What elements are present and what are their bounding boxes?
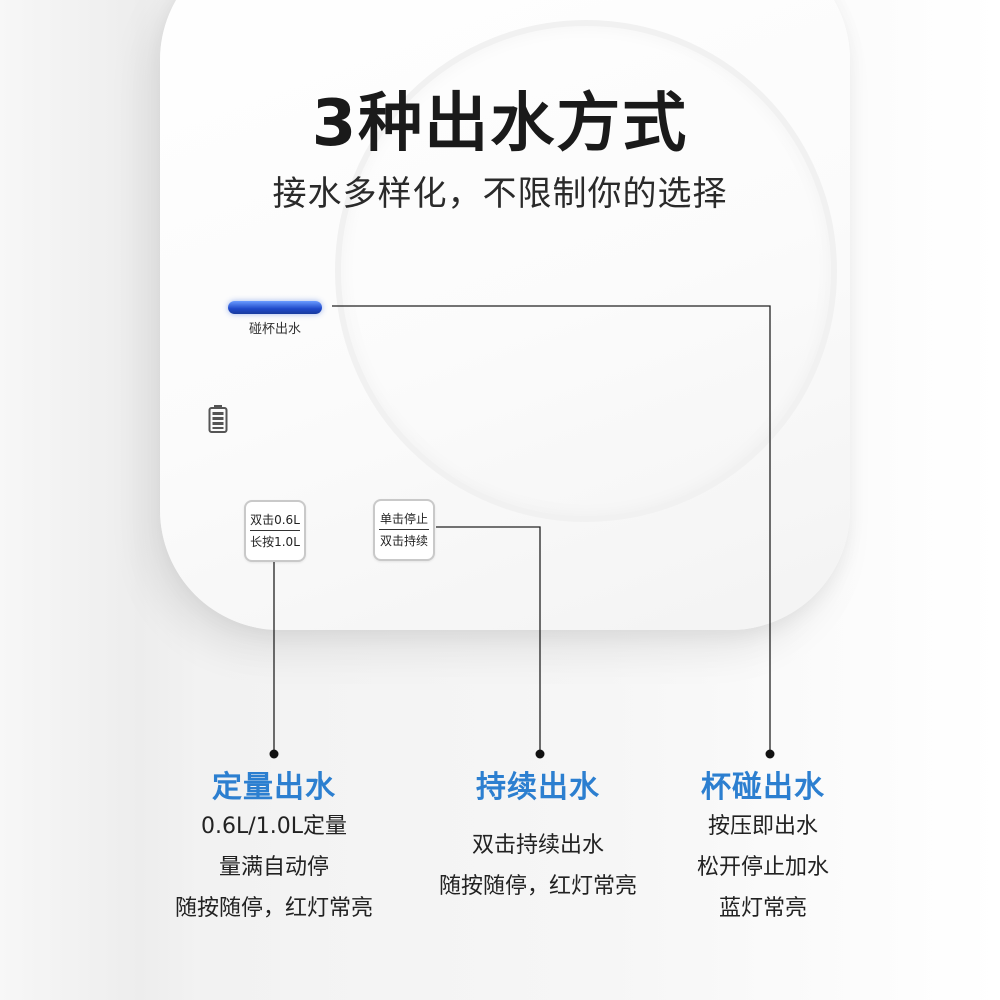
feature-continuous: 持续出水 双击持续出水 随按随停，红灯常亮 — [418, 770, 658, 907]
quantitative-callout-dot — [269, 749, 279, 759]
feature-line: 按压即出水 — [707, 814, 818, 839]
page-title: 3种出水方式 — [311, 87, 689, 161]
feature-title: 持续出水 — [476, 770, 600, 805]
feature-line: 蓝灯常亮 — [718, 896, 807, 921]
feature-line: 随按随停，红灯常亮 — [438, 874, 637, 899]
page-subtitle: 接水多样化，不限制你的选择 — [272, 174, 728, 214]
feature-line: 0.6L/1.0L定量 — [201, 814, 347, 839]
quantitative-button-line1: 双击0.6L — [250, 513, 300, 527]
continuous-water-button[interactable]: 单击停止 双击持续 — [373, 499, 435, 561]
continuous-callout-line — [436, 526, 541, 752]
feature-quantitative: 定量出水 0.6L/1.0L定量 量满自动停 随按随停，红灯常亮 — [154, 770, 394, 929]
feature-line: 双击持续出水 — [471, 833, 604, 858]
spacer — [418, 806, 658, 825]
feature-title: 定量出水 — [212, 770, 336, 805]
quantitative-button-line2: 长按1.0L — [250, 535, 300, 549]
feature-line: 随按随停，红灯常亮 — [174, 896, 373, 921]
button-divider — [379, 529, 429, 530]
continuous-button-line1: 单击停止 — [379, 512, 428, 526]
feature-title: 杯碰出水 — [701, 770, 825, 805]
cup-touch-callout-dot — [765, 749, 775, 759]
feature-cup-touch: 杯碰出水 按压即出水 松开停止加水 蓝灯常亮 — [643, 770, 883, 929]
continuous-callout-dot — [535, 749, 545, 759]
feature-line: 松开停止加水 — [696, 855, 829, 880]
cup-touch-label: 碰杯出水 — [248, 322, 301, 337]
cup-touch-indicator-light — [228, 301, 322, 314]
button-divider — [250, 530, 300, 531]
feature-line: 量满自动停 — [218, 855, 329, 880]
quantitative-water-button[interactable]: 双击0.6L 长按1.0L — [244, 500, 306, 562]
cup-touch-callout-line — [332, 305, 771, 752]
battery-icon — [208, 405, 228, 433]
cup-ring — [335, 20, 837, 522]
continuous-button-line2: 双击持续 — [379, 534, 428, 548]
